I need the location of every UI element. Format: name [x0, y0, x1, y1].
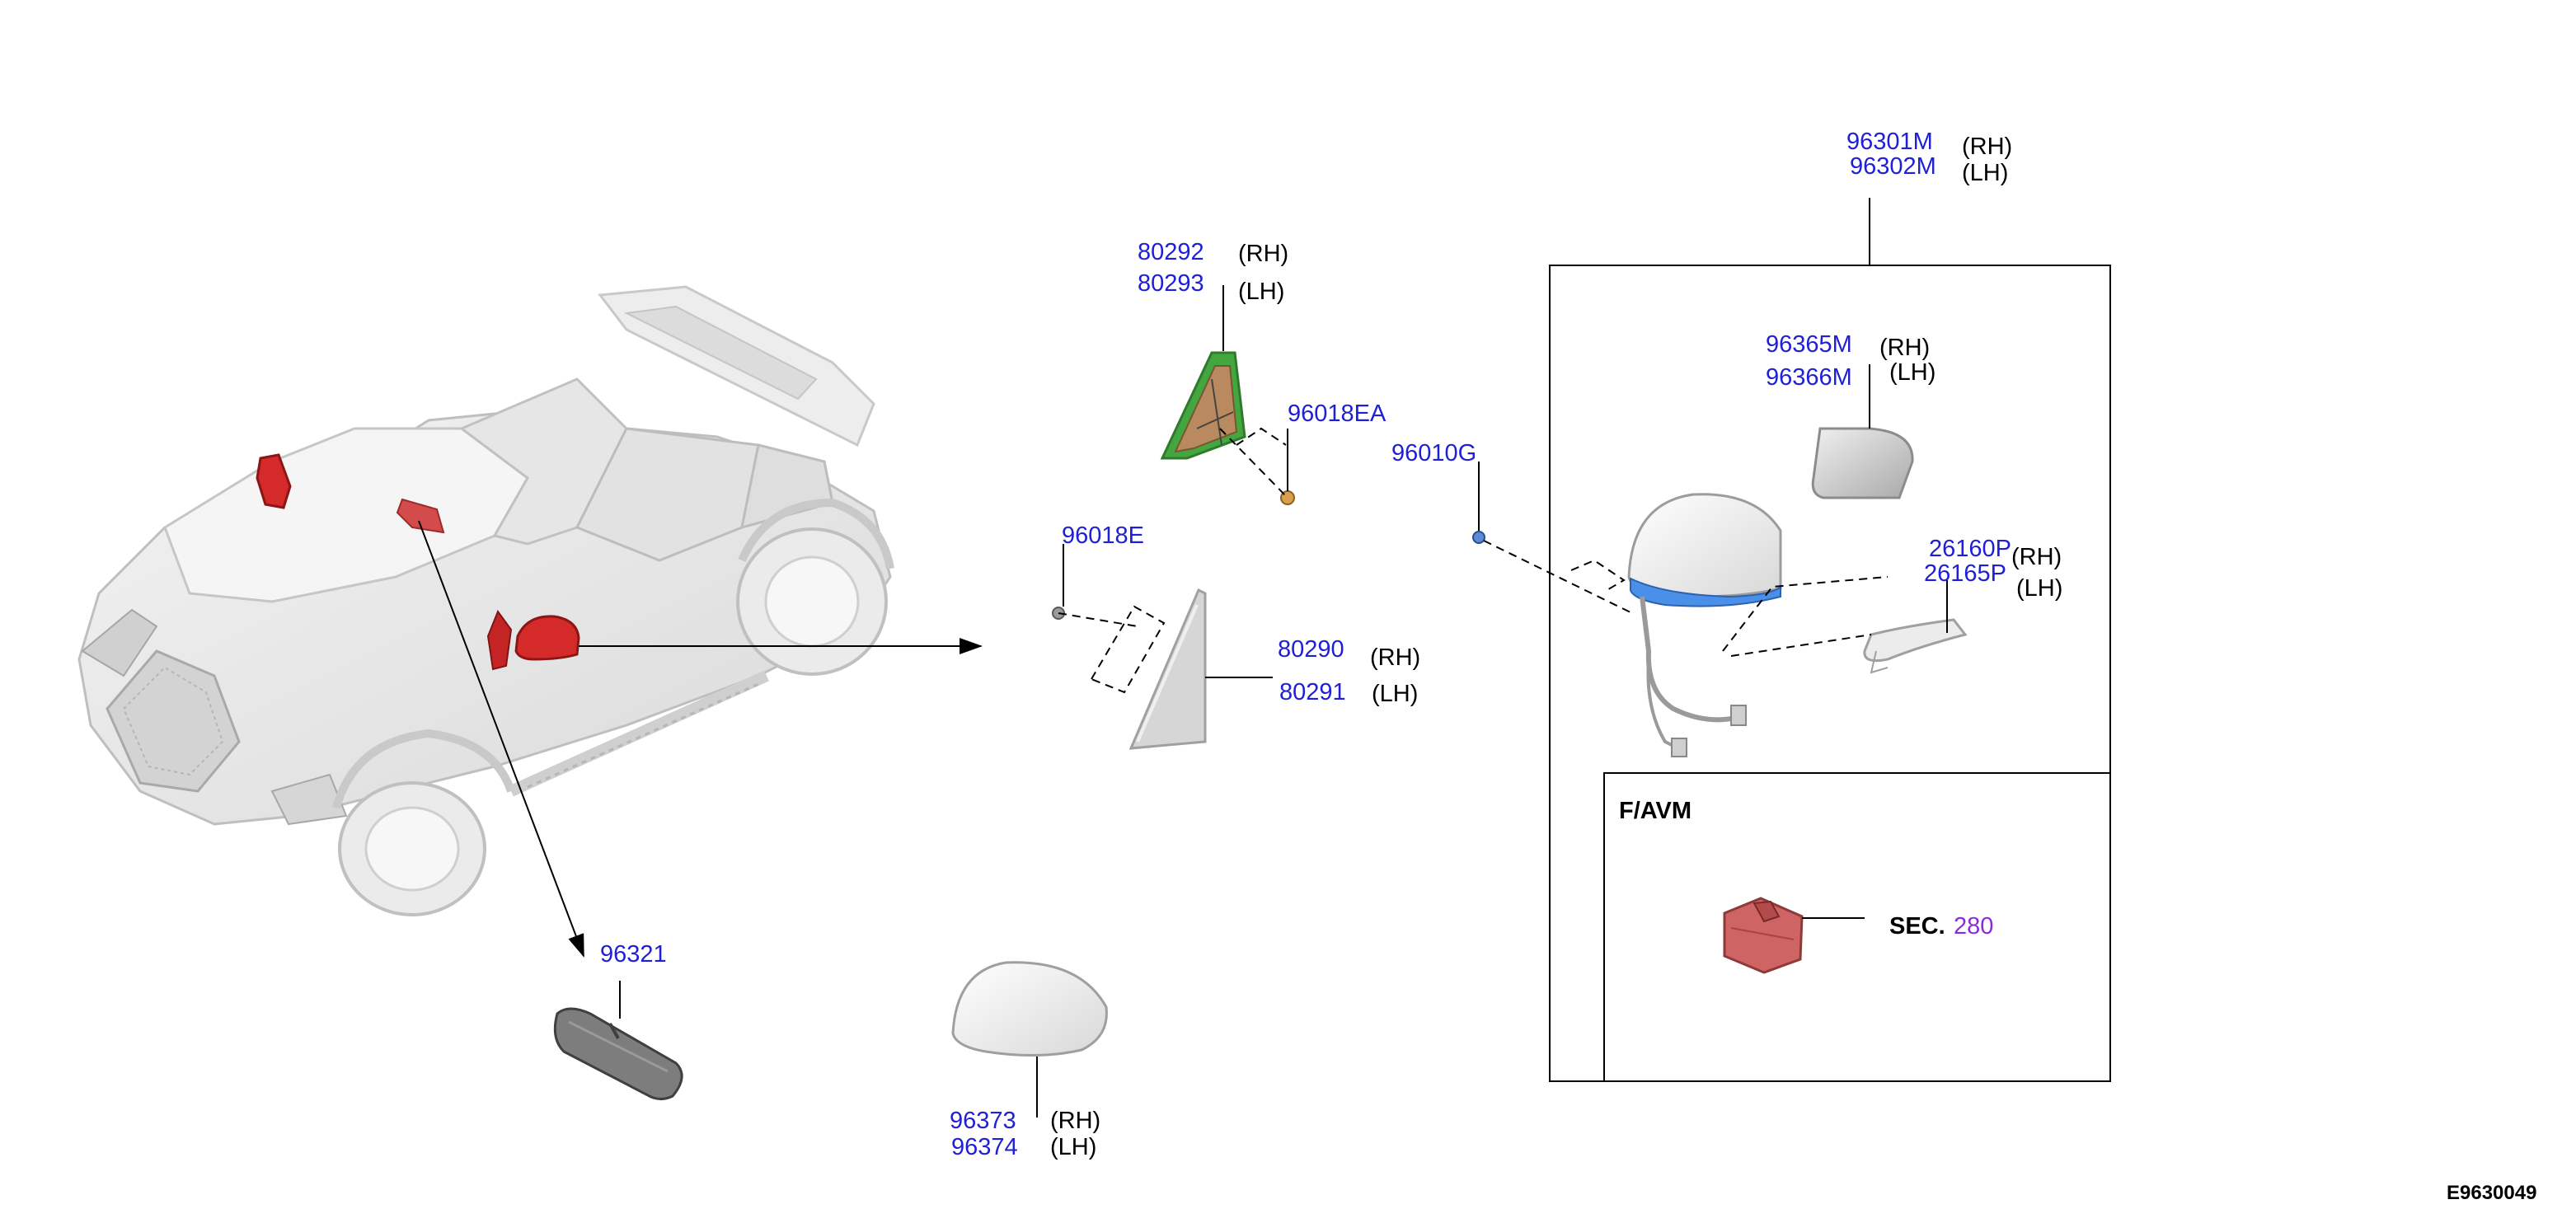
avm-camera-module	[1723, 897, 1804, 974]
part-number-80292: 80292	[1138, 239, 1204, 265]
diagram-code: E9630049	[2447, 1182, 2537, 1204]
clip-96010G	[1472, 531, 1485, 544]
part-number-96366M: 96366M	[1766, 364, 1852, 391]
part-number-26165P: 26165P	[1924, 560, 2006, 587]
far-mirror-highlight	[256, 453, 292, 509]
side-rh-80290: (RH)	[1370, 644, 1421, 671]
vehicle-illustration	[77, 285, 894, 916]
part-number-96302M: 96302M	[1850, 153, 1936, 180]
section-ref-number[interactable]: 280	[1954, 913, 1994, 940]
part-number-96010G: 96010G	[1391, 440, 1477, 466]
mirror-glass	[1811, 427, 1914, 499]
side-lh-96366M: (LH)	[1889, 359, 1936, 386]
side-rh-80292: (RH)	[1238, 241, 1289, 267]
side-rh-96373: (RH)	[1050, 1108, 1101, 1134]
side-rh-96301M: (RH)	[1962, 134, 2013, 160]
part-number-80290: 80290	[1278, 636, 1344, 663]
side-rh-96365M: (RH)	[1879, 335, 1931, 361]
door-mirror-highlight	[514, 615, 580, 661]
favm-box	[1603, 772, 2111, 1082]
favm-label: F/AVM	[1619, 798, 1692, 824]
mirror-cover	[951, 961, 1108, 1057]
part-number-96301M: 96301M	[1846, 129, 1933, 155]
part-number-96373: 96373	[950, 1108, 1016, 1134]
section-ref-label: SEC.	[1889, 913, 1945, 940]
part-number-96321: 96321	[600, 941, 667, 968]
turn-signal-lamp	[1863, 618, 1968, 674]
side-lh-96374: (LH)	[1050, 1134, 1097, 1160]
part-number-80293: 80293	[1138, 270, 1204, 297]
door-mirror-body	[1627, 493, 1782, 757]
corner-finisher-inner	[1160, 351, 1246, 460]
part-number-96018EA: 96018EA	[1288, 401, 1387, 427]
inside-rear-view-mirror	[553, 1007, 683, 1100]
part-number-96018E: 96018E	[1062, 522, 1144, 549]
side-rh-26160P: (RH)	[2011, 544, 2062, 570]
inside-mirror-highlight	[396, 498, 445, 534]
side-lh-26165P: (LH)	[2016, 575, 2063, 602]
part-number-96374: 96374	[951, 1134, 1018, 1160]
side-lh-96302M: (LH)	[1962, 160, 2009, 186]
side-lh-80293: (LH)	[1238, 279, 1285, 305]
part-number-96365M: 96365M	[1766, 331, 1852, 358]
part-number-26160P: 26160P	[1929, 536, 2011, 562]
corner-finisher-outer	[1128, 588, 1207, 750]
side-lh-80291: (LH)	[1372, 681, 1419, 707]
part-number-80291: 80291	[1279, 679, 1346, 705]
arrow-to-inside-mirror	[418, 520, 584, 958]
